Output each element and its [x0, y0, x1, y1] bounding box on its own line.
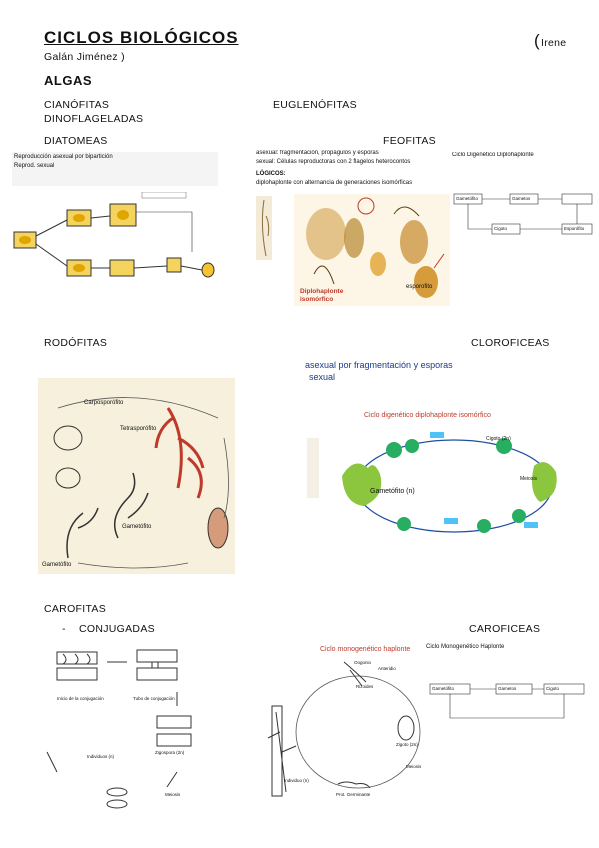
cloroficeas-diagram-title: Ciclo digenético diplohaplonte isomórfic…	[364, 412, 491, 419]
feofitas-scheme-box-2: Gametos	[512, 196, 531, 201]
caroficeas-label-6: Meiosis	[406, 764, 422, 769]
rodofitas-label-3: Gametófito	[122, 524, 152, 530]
feofitas-text-1: asexual: fragmentación, propágulos y esp…	[256, 150, 379, 156]
feofitas-scheme-box-4: Esporófito	[564, 226, 585, 231]
cloroficeas-cigoto-label: Cigoto (2n)	[486, 436, 511, 442]
cloroficeas-text-1: asexual por fragmentación y esporas	[305, 360, 453, 370]
feofitas-thumb-figure	[256, 196, 272, 260]
rodofitas-cycle-figure: Carposporófito Tetrasporófito Gametófito…	[38, 378, 235, 574]
caroficeas-diagram-title: Ciclo monogenético haplonte	[320, 646, 411, 653]
conjugadas-label-5: Meiosis	[165, 792, 181, 797]
caroficeas-label-1: Oogonio	[354, 660, 372, 665]
heading-rodofitas: RODÓFITAS	[44, 337, 108, 349]
heading-cianofitas: CIANÓFITAS	[44, 99, 110, 111]
feofitas-scheme-box-1: Gametófito	[456, 196, 479, 201]
caroficeas-scheme-box-3: Cigoto	[546, 686, 560, 691]
rodofitas-label-1: Carposporófito	[84, 400, 124, 406]
diatomeas-text-1: Reproducción asexual por bipartición	[14, 154, 113, 160]
caroficeas-scheme-box-2: Gametos	[498, 686, 517, 691]
author-first-name: Irene	[541, 37, 567, 49]
caroficeas-label-5: Zigoto (2n)	[396, 742, 418, 747]
heading-feofitas: FEOFITAS	[383, 135, 436, 147]
conjugadas-bullet: -	[62, 623, 66, 635]
author-last-name: Galán Jiménez )	[44, 51, 125, 63]
document-title: CICLOS BIOLÓGICOS	[44, 28, 239, 47]
feofitas-diagram-label-1: Diplohaplonte	[300, 288, 344, 295]
feofitas-text-figure: asexual: fragmentación, propágulos y esp…	[256, 150, 454, 192]
feofitas-scheme-title: Ciclo Digenético Diplohaplonte	[452, 152, 534, 158]
feofitas-cycle-figure: Diplohaplonte isomórfico esporofito	[294, 194, 450, 306]
conjugadas-label-4: Zigospora (2n)	[155, 750, 185, 755]
conjugadas-label-3: Individuos (n)	[87, 754, 115, 759]
heading-carofitas: CAROFITAS	[44, 603, 107, 615]
caroficeas-scheme-figure: Ciclo Monogenético Haplonte Gametófito G…	[424, 642, 594, 730]
cloroficeas-gametofito-label: Gametófito (n)	[370, 488, 415, 495]
heading-conjugadas: CONJUGADAS	[79, 623, 155, 635]
author-open-paren: (	[534, 31, 540, 50]
caroficeas-label-2: Anteridio	[378, 666, 396, 671]
cloroficeas-thumb-figure	[307, 438, 319, 498]
section-heading-algas: ALGAS	[44, 73, 92, 88]
caroficeas-label-4: Individuo (n)	[284, 778, 309, 783]
heading-caroficeas: CAROFICEAS	[469, 623, 541, 635]
feofitas-text-4: diplohaplonte con alternancia de generac…	[256, 180, 413, 186]
diatomeas-cycle-figure: Reproducción asexual por bipartición Rep…	[12, 152, 218, 296]
caroficeas-scheme-box-1: Gametófito	[432, 686, 455, 691]
feofitas-diagram-label-3: esporofito	[406, 284, 433, 290]
feofitas-text-3: LÓGICOS:	[256, 171, 286, 177]
heading-diatomeas: DIATOMEAS	[44, 135, 108, 147]
cloroficeas-meiosis-label: Meiosis	[520, 476, 537, 482]
rodofitas-label-2: Tetrasporófito	[120, 426, 157, 432]
caroficeas-scheme-title: Ciclo Monogenético Haplonte	[426, 644, 505, 650]
rodofitas-label-4: Gametófito	[42, 562, 72, 568]
heading-dinoflageladas: DINOFLAGELADAS	[44, 113, 144, 125]
caroficeas-label-7: Prot. Germinante	[336, 792, 371, 797]
feofitas-diagram-label-2: isomórfico	[300, 296, 334, 303]
heading-cloroficeas: CLOROFICEAS	[471, 337, 550, 349]
feofitas-scheme-box-3: Cigoto	[494, 226, 508, 231]
diatomeas-text-2: Reprod. sexual	[14, 163, 55, 169]
caroficeas-label-3: Rizoides	[356, 684, 374, 689]
cloroficeas-cycle-figure: Ciclo digenético diplohaplonte isomórfic…	[334, 406, 562, 542]
conjugadas-label-1: Inicio de la conjugación	[57, 696, 104, 701]
feofitas-text-2: sexual: Células reproductoras con 2 flag…	[256, 159, 411, 165]
cloroficeas-text-2: sexual	[309, 372, 336, 382]
conjugadas-cycle-figure: Inicio de la conjugación Tubo de conjuga…	[27, 642, 200, 818]
feofitas-scheme-figure: Ciclo Digenético Diplohaplonte Gametófit…	[452, 152, 598, 252]
heading-euglenofitas: EUGLENÓFITAS	[273, 99, 357, 111]
conjugadas-label-2: Tubo de conjugación	[133, 696, 175, 701]
caroficeas-cycle-figure: Ciclo monogenético haplonte Oogonio Ante…	[246, 642, 436, 802]
